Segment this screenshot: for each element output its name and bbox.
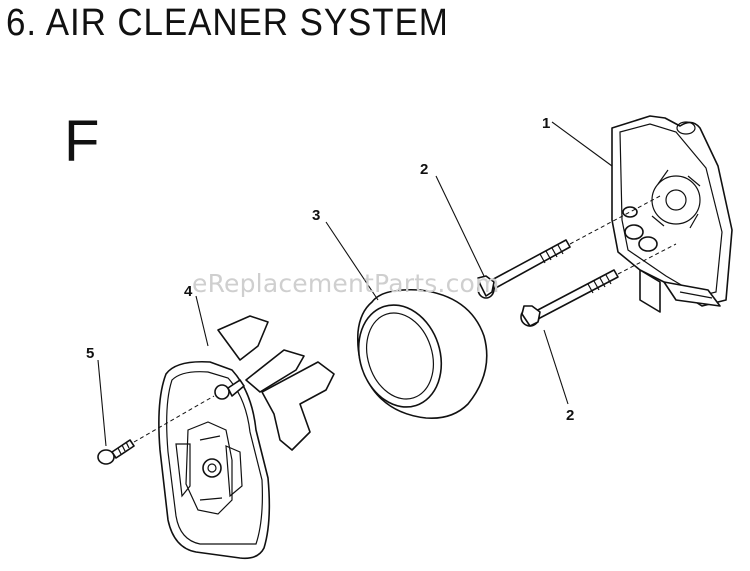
- section-letter: F: [64, 109, 100, 174]
- callout-2-upper: 2: [420, 161, 428, 178]
- part-4-air-cleaner-cover: [158, 315, 335, 560]
- part-2-bolt-lower: [520, 269, 619, 327]
- callout-2-lower: 2: [566, 407, 574, 424]
- callout-1: 1: [542, 115, 550, 132]
- part-2-bolt-upper: [477, 239, 571, 299]
- part-5-screw: [97, 439, 135, 465]
- callout-3: 3: [312, 207, 320, 224]
- callout-5: 5: [86, 345, 94, 362]
- part-3-filter-element: [356, 288, 488, 420]
- callout-4: 4: [184, 283, 193, 300]
- watermark: eReplacementParts.com: [192, 269, 500, 298]
- part-1-air-cleaner-case: [611, 115, 733, 313]
- page-title: 6. AIR CLEANER SYSTEM: [6, 2, 449, 44]
